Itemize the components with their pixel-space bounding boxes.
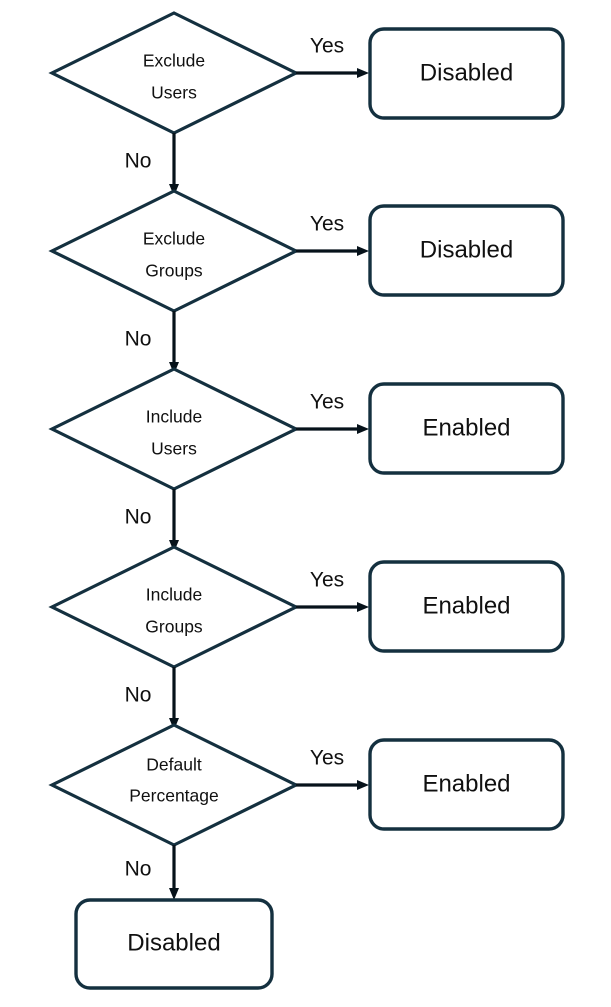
outcome-label-5: Enabled [422,770,510,797]
outcome-node-final[interactable]: Disabled [74,898,274,990]
arrow-head-yes-1 [357,68,369,78]
box-shape-outcome-final [74,898,274,990]
decision-label-line1-default-percentage: Default [146,755,202,775]
decision-node-exclude-users[interactable]: Exclude Users [48,11,300,135]
edge-yes-include-users: Yes [296,391,369,434]
box-shape-outcome-3 [368,382,565,475]
edge-yes-exclude-users: Yes [296,35,369,78]
outcome-label-2: Disabled [420,236,513,263]
edge-no-exclude-users: No [125,133,179,196]
edge-yes-exclude-groups: Yes [296,213,369,256]
edge-label-yes-4: Yes [310,569,344,592]
diamond-shape-exclude-users [48,11,300,135]
decision-label-line2-include-groups: Groups [145,617,203,637]
arrow-head-yes-4 [357,602,369,612]
box-shape-outcome-1 [368,27,565,120]
decision-node-exclude-groups[interactable]: Exclude Groups [48,189,300,313]
diamond-shape-exclude-groups [48,189,300,313]
edge-label-yes-3: Yes [310,391,344,414]
edge-label-no-5: No [125,858,152,881]
outcome-label-1: Disabled [420,59,513,86]
decision-node-default-percentage[interactable]: Default Percentage [48,723,300,847]
decision-node-include-users[interactable]: Include Users [48,367,300,491]
diamond-shape-include-users [48,367,300,491]
diamond-shape-include-groups [48,545,300,669]
edge-label-no-3: No [125,506,152,529]
decision-label-line1-exclude-users: Exclude [143,51,205,71]
decision-label-line1-exclude-groups: Exclude [143,229,205,249]
edge-no-exclude-groups: No [125,311,179,374]
outcome-label-final: Disabled [127,929,220,956]
outcome-node-5[interactable]: Enabled [368,738,565,831]
arrow-head-no-5 [169,888,179,900]
decision-label-line1-include-groups: Include [146,585,202,605]
edge-yes-default-percentage: Yes [296,747,369,790]
decision-label-line2-default-percentage: Percentage [129,786,219,806]
arrow-head-yes-3 [357,424,369,434]
edge-yes-include-groups: Yes [296,569,369,612]
edge-no-include-groups: No [125,667,179,730]
decision-label-line2-exclude-groups: Groups [145,261,203,281]
box-shape-outcome-4 [368,560,565,653]
edge-label-yes-1: Yes [310,35,344,58]
box-shape-outcome-5 [368,738,565,831]
edge-label-no-4: No [125,684,152,707]
decision-label-line1-include-users: Include [146,407,202,427]
outcome-node-1[interactable]: Disabled [368,27,565,120]
edge-label-no-2: No [125,328,152,351]
decision-label-line2-exclude-users: Users [151,83,197,103]
arrow-head-yes-5 [357,780,369,790]
outcome-label-3: Enabled [422,414,510,441]
arrow-head-yes-2 [357,246,369,256]
edge-label-yes-2: Yes [310,213,344,236]
outcome-label-4: Enabled [422,592,510,619]
outcome-node-2[interactable]: Disabled [368,204,565,297]
box-shape-outcome-2 [368,204,565,297]
decision-label-line2-include-users: Users [151,439,197,459]
outcome-node-4[interactable]: Enabled [368,560,565,653]
outcome-node-3[interactable]: Enabled [368,382,565,475]
edge-no-default-percentage: No [125,845,179,900]
edge-label-yes-5: Yes [310,747,344,770]
edge-no-include-users: No [125,489,179,552]
decision-node-include-groups[interactable]: Include Groups [48,545,300,669]
edge-label-no-1: No [125,150,152,173]
